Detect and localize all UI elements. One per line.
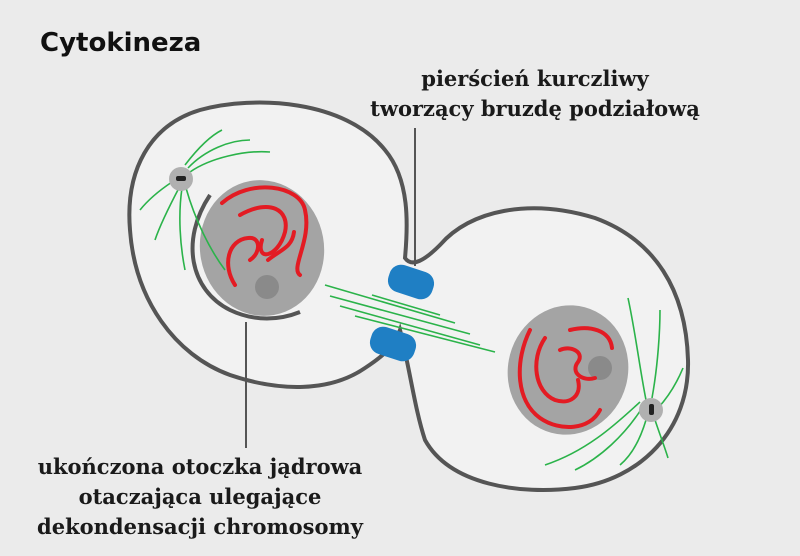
central-spindle	[324, 284, 496, 353]
chromosomes-left	[220, 185, 309, 287]
nuclear-envelope-label-line-2: otaczająca ulegające	[78, 484, 322, 509]
centriole-left	[176, 176, 186, 181]
contractile-ring-label: pierścień kurczliwy tworzący bruzdę podz…	[300, 64, 770, 124]
contractile-ring-label-line-1: pierścień kurczliwy	[421, 66, 649, 91]
nuclear-envelope-label-line-3: dekondensacji chromosomy	[37, 514, 363, 539]
aster-right	[544, 297, 684, 471]
chromosomes-right	[517, 326, 614, 430]
nucleolus-right	[588, 356, 612, 380]
nucleolus-left	[255, 275, 279, 299]
diagram-title: Cytokineza	[40, 28, 202, 58]
aster-left	[139, 129, 271, 271]
nuclear-envelope-label: ukończona otoczka jądrowa otaczająca ule…	[0, 452, 400, 542]
nucleus-right	[507, 305, 629, 435]
centriole-right	[649, 404, 654, 415]
contractile-ring-top	[387, 264, 435, 300]
contractile-ring-bottom	[369, 326, 417, 362]
nuclear-envelope-left	[190, 193, 301, 321]
nuclear-envelope-label-line-1: ukończona otoczka jądrowa	[37, 454, 363, 479]
contractile-ring-label-line-2: tworzący bruzdę podziałową	[370, 96, 700, 121]
